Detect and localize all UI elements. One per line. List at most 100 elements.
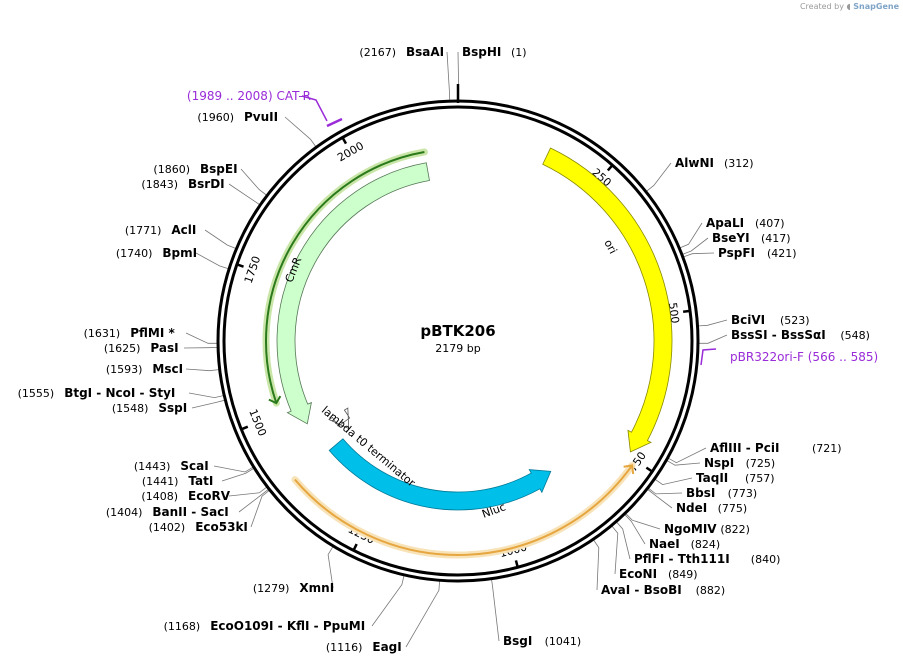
enzyme-position: (1771) (125, 224, 162, 237)
tick-mark-1000 (514, 560, 519, 567)
enzyme-position: (1116) (326, 641, 363, 654)
enzyme-position: (882) (696, 584, 726, 597)
enzyme-part: NdeI (676, 501, 707, 515)
enzyme-separator: - (92, 386, 105, 400)
enzyme-part: BssSαI (781, 328, 826, 342)
enzyme-position: (2167) (359, 46, 396, 59)
enzyme-position: (1625) (104, 342, 141, 355)
leader-xmni (327, 546, 334, 589)
tick-label-1750: 1750 (242, 254, 263, 285)
leader-bbsi (648, 488, 683, 495)
leader-bpmi (195, 252, 229, 269)
enzyme-name: BsaAI (406, 45, 444, 59)
enzyme-name: PasI (150, 341, 178, 355)
enzyme-separator: - (768, 328, 781, 342)
leader-btgi-ncoi-styi (188, 392, 224, 399)
enzyme-position: (548) (840, 329, 870, 342)
enzyme-label-ndei: NdeI(775) (676, 501, 747, 515)
enzyme-part: BanII (152, 505, 187, 519)
plasmid-size: 2179 bp (435, 342, 480, 355)
enzyme-name: PvuII (244, 110, 278, 124)
enzyme-label-sspi: SspI(1548) (112, 401, 187, 415)
enzyme-position: (417) (761, 232, 791, 245)
enzyme-name: EcoO109I - KflI - PpuMI (210, 619, 365, 633)
enzyme-part: BsoBI (644, 583, 682, 597)
leader-eagi (405, 581, 440, 648)
enzyme-name: EagI (372, 640, 401, 654)
enzyme-separator: - (309, 619, 322, 633)
enzyme-part: BseYI (712, 231, 750, 245)
enzyme-part: Tth111I (678, 552, 730, 566)
enzyme-name: TatI (188, 474, 213, 488)
leader-ecoo109i-kfli-ppumi (371, 575, 405, 627)
snapgene-credit: Created by ◖ SnapGene (800, 2, 899, 11)
enzyme-position: (421) (767, 247, 797, 260)
enzyme-position: (757) (745, 472, 775, 485)
enzyme-label-pflfi-tth111i: PflFI - Tth111I(840) (634, 552, 780, 566)
enzyme-position: (822) (720, 523, 750, 536)
enzyme-part: StyI (149, 386, 176, 400)
enzyme-name: BssSI - BssSαI (731, 328, 826, 342)
feature-ori (542, 147, 673, 453)
leader-sspi (191, 399, 225, 409)
enzyme-separator: - (187, 505, 200, 519)
enzyme-position: (1404) (106, 506, 143, 519)
leader-pspfi (683, 252, 715, 258)
primer-range: (566 .. 585) (804, 350, 878, 364)
primer-label-cat-r: (1989 .. 2008) CAT-R (187, 89, 311, 103)
feature-lambda-t0-terminator (328, 407, 351, 430)
enzyme-label-ecorv: EcoRV(1408) (141, 489, 230, 503)
enzyme-label-bspei: BspEI (1860) (153, 162, 237, 176)
enzyme-part: KflI (287, 619, 310, 633)
enzyme-separator: - (135, 386, 148, 400)
enzyme-part: AclI (171, 223, 196, 237)
tick-label-1500: 1500 (246, 407, 269, 438)
backbone-inner-ring (222, 105, 694, 577)
leader-bcivi (698, 319, 728, 327)
enzyme-position: (1860) (153, 163, 190, 176)
tick-mark-1750 (237, 263, 244, 268)
enzyme-position: (840) (751, 553, 781, 566)
enzyme-label-bpmi: BpmI (1740) (116, 246, 197, 260)
enzyme-part: BssSI (731, 328, 768, 342)
enzyme-labels: BsaAI(2167)BspHI(1)AlwNI(312)ApaLI(407)B… (18, 45, 870, 654)
enzyme-label-bsssi-bsss-i: BssSI - BssSαI (548) (731, 328, 870, 342)
plasmid-center-label: pBTK206 2179 bp (420, 322, 495, 355)
outer-arc-0 (294, 464, 633, 556)
leader-bseyi (682, 237, 709, 255)
enzyme-name: BpmI (162, 246, 197, 260)
leader-pasi (183, 347, 218, 349)
primer-name: pBR322ori-F (730, 350, 804, 364)
leader-pflmi (185, 332, 217, 344)
enzyme-part: ScaI (180, 459, 208, 473)
enzyme-label-msci: MscI(1593) (106, 362, 183, 376)
enzyme-position: (1443) (134, 460, 171, 473)
enzyme-position: (1041) (545, 635, 582, 648)
enzyme-part: BsaAI (406, 45, 444, 59)
enzyme-position: (1740) (116, 247, 153, 260)
enzyme-label-econi: EcoNI (849) (619, 567, 698, 581)
enzyme-label-bbsi: BbsI(773) (686, 486, 757, 500)
enzyme-name: BanII - SacI (152, 505, 228, 519)
enzyme-part: BtgI (64, 386, 92, 400)
primer-label-pbr322ori-f: pBR322ori-F (566 .. 585) (730, 350, 878, 364)
enzyme-name: EcoNI (619, 567, 657, 581)
enzyme-label-apali: ApaLI(407) (706, 216, 785, 230)
enzyme-position: (312) (724, 157, 754, 170)
enzyme-position: (849) (668, 568, 698, 581)
enzyme-name: PflMI * (130, 326, 175, 340)
enzyme-part: PflMI * (130, 326, 175, 340)
enzyme-label-afliii-pcii: AflIII - PciI(721) (710, 441, 842, 455)
leader-acli (204, 229, 236, 249)
enzyme-name: BspHI (462, 45, 501, 59)
enzyme-name: BspEI (200, 162, 238, 176)
outer-arc-1 (265, 150, 425, 404)
enzyme-label-taqii: TaqII(757) (696, 471, 775, 485)
enzyme-name: SspI (158, 401, 187, 415)
leader-ecorv (228, 486, 267, 497)
enzyme-position: (1441) (142, 475, 179, 488)
enzyme-name: PspFI (718, 246, 755, 260)
feature-cmr (276, 162, 430, 425)
enzyme-part: EcoRV (188, 489, 231, 503)
enzyme-part: PvuII (244, 110, 278, 124)
